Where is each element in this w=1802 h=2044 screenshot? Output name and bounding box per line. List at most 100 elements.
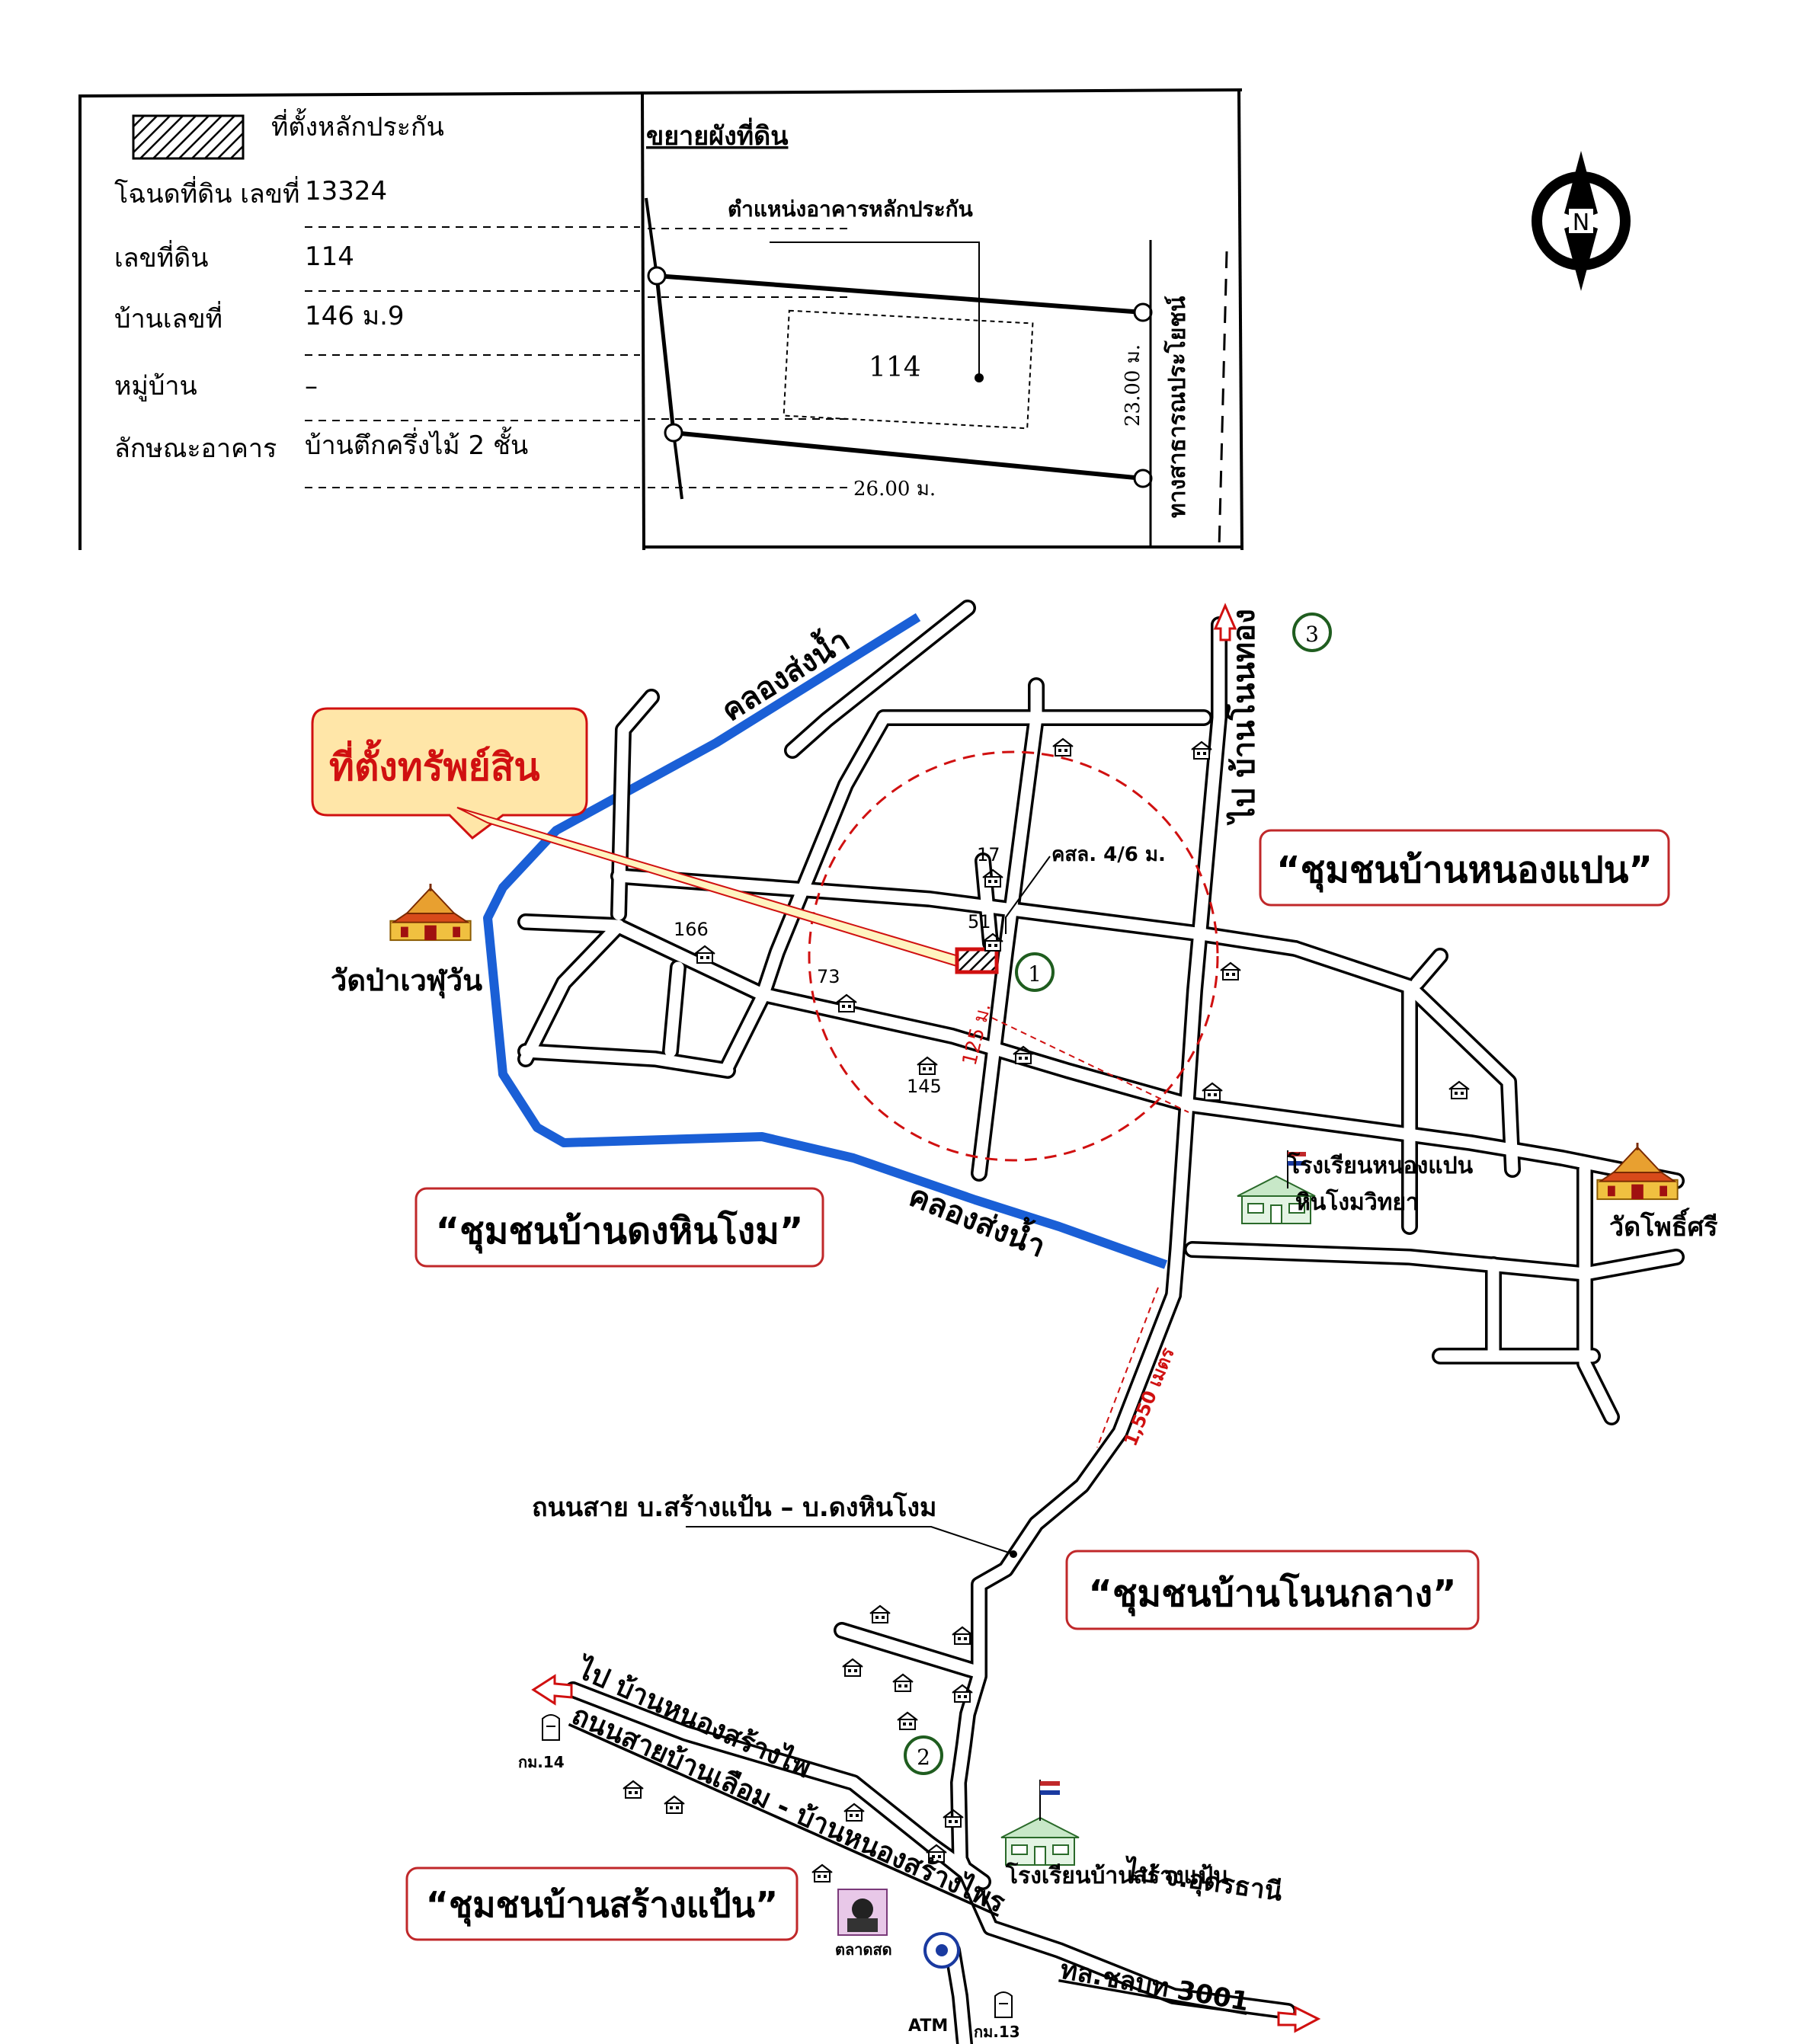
- parcel-number: 114: [869, 352, 921, 383]
- house-icon: [835, 993, 858, 1013]
- house-icon: [811, 1863, 834, 1883]
- corner-peg: [1133, 469, 1153, 488]
- house-145-label: 145: [907, 1076, 942, 1097]
- house-17-label: 17: [977, 844, 1000, 865]
- house-icon: [896, 1711, 919, 1731]
- km-post-icon: [994, 1991, 1013, 2018]
- road-segment: [977, 855, 997, 949]
- km14-label: กม.14: [518, 1753, 565, 1771]
- house-icon: [1051, 737, 1074, 757]
- school-nongpaen-label: โรงเรียนหนองแปน: [1287, 1151, 1474, 1179]
- community-nonklang-label: “ชุมชนบ้านโนนกลาง”: [1088, 1572, 1456, 1617]
- house-icon: [1448, 1080, 1471, 1100]
- public-way-edge-dashed: [1218, 251, 1228, 549]
- legend-divider: [641, 92, 645, 551]
- temple-east-label: วัดโพธิ์ศรี: [1609, 1208, 1718, 1243]
- marker-1-label: 1: [1028, 961, 1042, 987]
- road-segment: [520, 920, 625, 1065]
- plot-north-edge: [656, 273, 1144, 315]
- road-code-label: ทล.ชลบท 3001: [1058, 1954, 1251, 2017]
- road-segment: [1411, 950, 1446, 989]
- marker-2: 2: [904, 1735, 943, 1775]
- market-icon: [837, 1889, 888, 1936]
- road-segment: [952, 1289, 1294, 2017]
- temple-icon: [389, 884, 472, 942]
- corner-peg: [647, 266, 667, 286]
- road-segment: [950, 1287, 1296, 2020]
- flag-icon: [1287, 1150, 1306, 1188]
- plot-south-edge: [673, 430, 1144, 481]
- house-no-label: บ้านเลขที่: [114, 301, 222, 334]
- asset-callout: ที่ตั้งทรัพย์สิน: [311, 707, 968, 969]
- temple-west-label: วัดป่าเวฬุวัน: [331, 964, 482, 999]
- house-icon: [869, 1604, 891, 1624]
- north-arrow-icon: N: [1532, 151, 1631, 291]
- community-nongpaen: “ชุมชนบ้านหนองแปน”: [1259, 829, 1670, 907]
- hatched-marker-icon: [132, 114, 245, 160]
- community-nonklang: “ชุมชนบ้านโนนกลาง”: [1065, 1550, 1480, 1630]
- community-nongpaen-label: “ชุมชนบ้านหนองแปน”: [1276, 849, 1653, 893]
- house-no-value: 146 ม.9: [305, 301, 405, 331]
- road-width-leader: [1005, 856, 1051, 934]
- road-width-label: คสล. 4/6 ม.: [1051, 843, 1166, 866]
- school-icon: [1000, 1817, 1080, 1866]
- corner-peg: [664, 423, 683, 443]
- road-segment: [923, 1838, 974, 1880]
- road-segment: [664, 961, 684, 1057]
- house-icon: [841, 1658, 864, 1678]
- width-dimension: 26.00 ม.: [853, 478, 936, 501]
- road-segment: [1579, 1163, 1618, 1423]
- atm-icon: [923, 1932, 960, 1969]
- road-segment: [520, 1045, 734, 1076]
- extension-line: [672, 432, 683, 500]
- flag-icon: [1039, 1780, 1060, 1821]
- house-icon: [916, 1056, 939, 1076]
- road-segment: [520, 916, 1682, 1187]
- road-segment: [722, 712, 890, 1073]
- village-label: หมู่บ้าน: [114, 371, 197, 401]
- house-icon: [951, 1626, 974, 1646]
- road-segment: [1404, 980, 1519, 1176]
- community-donghinngom-label: “ชุมชนบ้านดงหินโงม”: [436, 1209, 804, 1254]
- community-donghinngom: “ชุมชนบ้านดงหินโงม”: [414, 1187, 824, 1268]
- house-icon: [1201, 1082, 1224, 1102]
- atm-label: ATM: [908, 2017, 948, 2036]
- road-segment: [613, 870, 1301, 955]
- arrow-west-icon: [531, 1674, 573, 1706]
- building-footprint: [783, 309, 1034, 430]
- corner-peg: [1133, 302, 1153, 322]
- deed-value: 13324: [305, 176, 387, 206]
- road-segment: [836, 1624, 985, 1678]
- road-label-leader: [686, 1526, 1014, 1555]
- marker-1: 1: [1015, 952, 1055, 992]
- land-no-value: 114: [305, 242, 354, 272]
- house-73-label: 73: [817, 966, 840, 987]
- extension-line: [645, 197, 658, 277]
- legend-right-border: [1237, 89, 1243, 551]
- km13-label: กม.13: [974, 2023, 1020, 2041]
- community-sangpaen: “ชุมชนบ้านสร้างแป้น”: [405, 1866, 799, 1941]
- house-166-label: 166: [674, 919, 709, 940]
- marker-2-label: 2: [917, 1745, 930, 1770]
- radius-circle: [808, 750, 1219, 1162]
- arrow-east-icon: [1277, 2005, 1321, 2033]
- plot-enlargement: ขยายผังที่ดิน ตำแหน่งอาคารหลักประกัน 114…: [645, 117, 1228, 549]
- legend-panel: ที่ตั้งหลักประกัน โฉนดที่ดิน เลขที่ 1332…: [78, 88, 1243, 551]
- km-post-icon: [542, 1714, 560, 1741]
- to-nonthong-label: ไป บ้านโนนทอง: [1226, 609, 1262, 826]
- market-label: ตลาดสด: [835, 1940, 892, 1959]
- house-icon: [1219, 961, 1242, 981]
- arrow-north-icon: [1213, 603, 1237, 641]
- asset-callout-label: ที่ตั้งทรัพย์สิน: [329, 739, 540, 789]
- depth-dimension: 23.00 ม.: [1122, 344, 1144, 427]
- community-sangpaen-label: “ชุมชนบ้านสร้างแป้น”: [426, 1884, 779, 1927]
- village-value: –: [305, 371, 318, 401]
- public-way-label: ทางสาธารณประโยชน์: [1163, 296, 1191, 518]
- marker-label: ที่ตั้งหลักประกัน: [271, 108, 444, 142]
- building-type-value: บ้านตึกครึ่งไม้ 2 ชั้น: [305, 427, 528, 461]
- marker-3: 3: [1292, 613, 1332, 652]
- distance-line: [991, 1017, 1189, 1113]
- house-icon: [622, 1780, 645, 1799]
- building-pin: [975, 373, 984, 382]
- building-leader-line: [770, 242, 980, 377]
